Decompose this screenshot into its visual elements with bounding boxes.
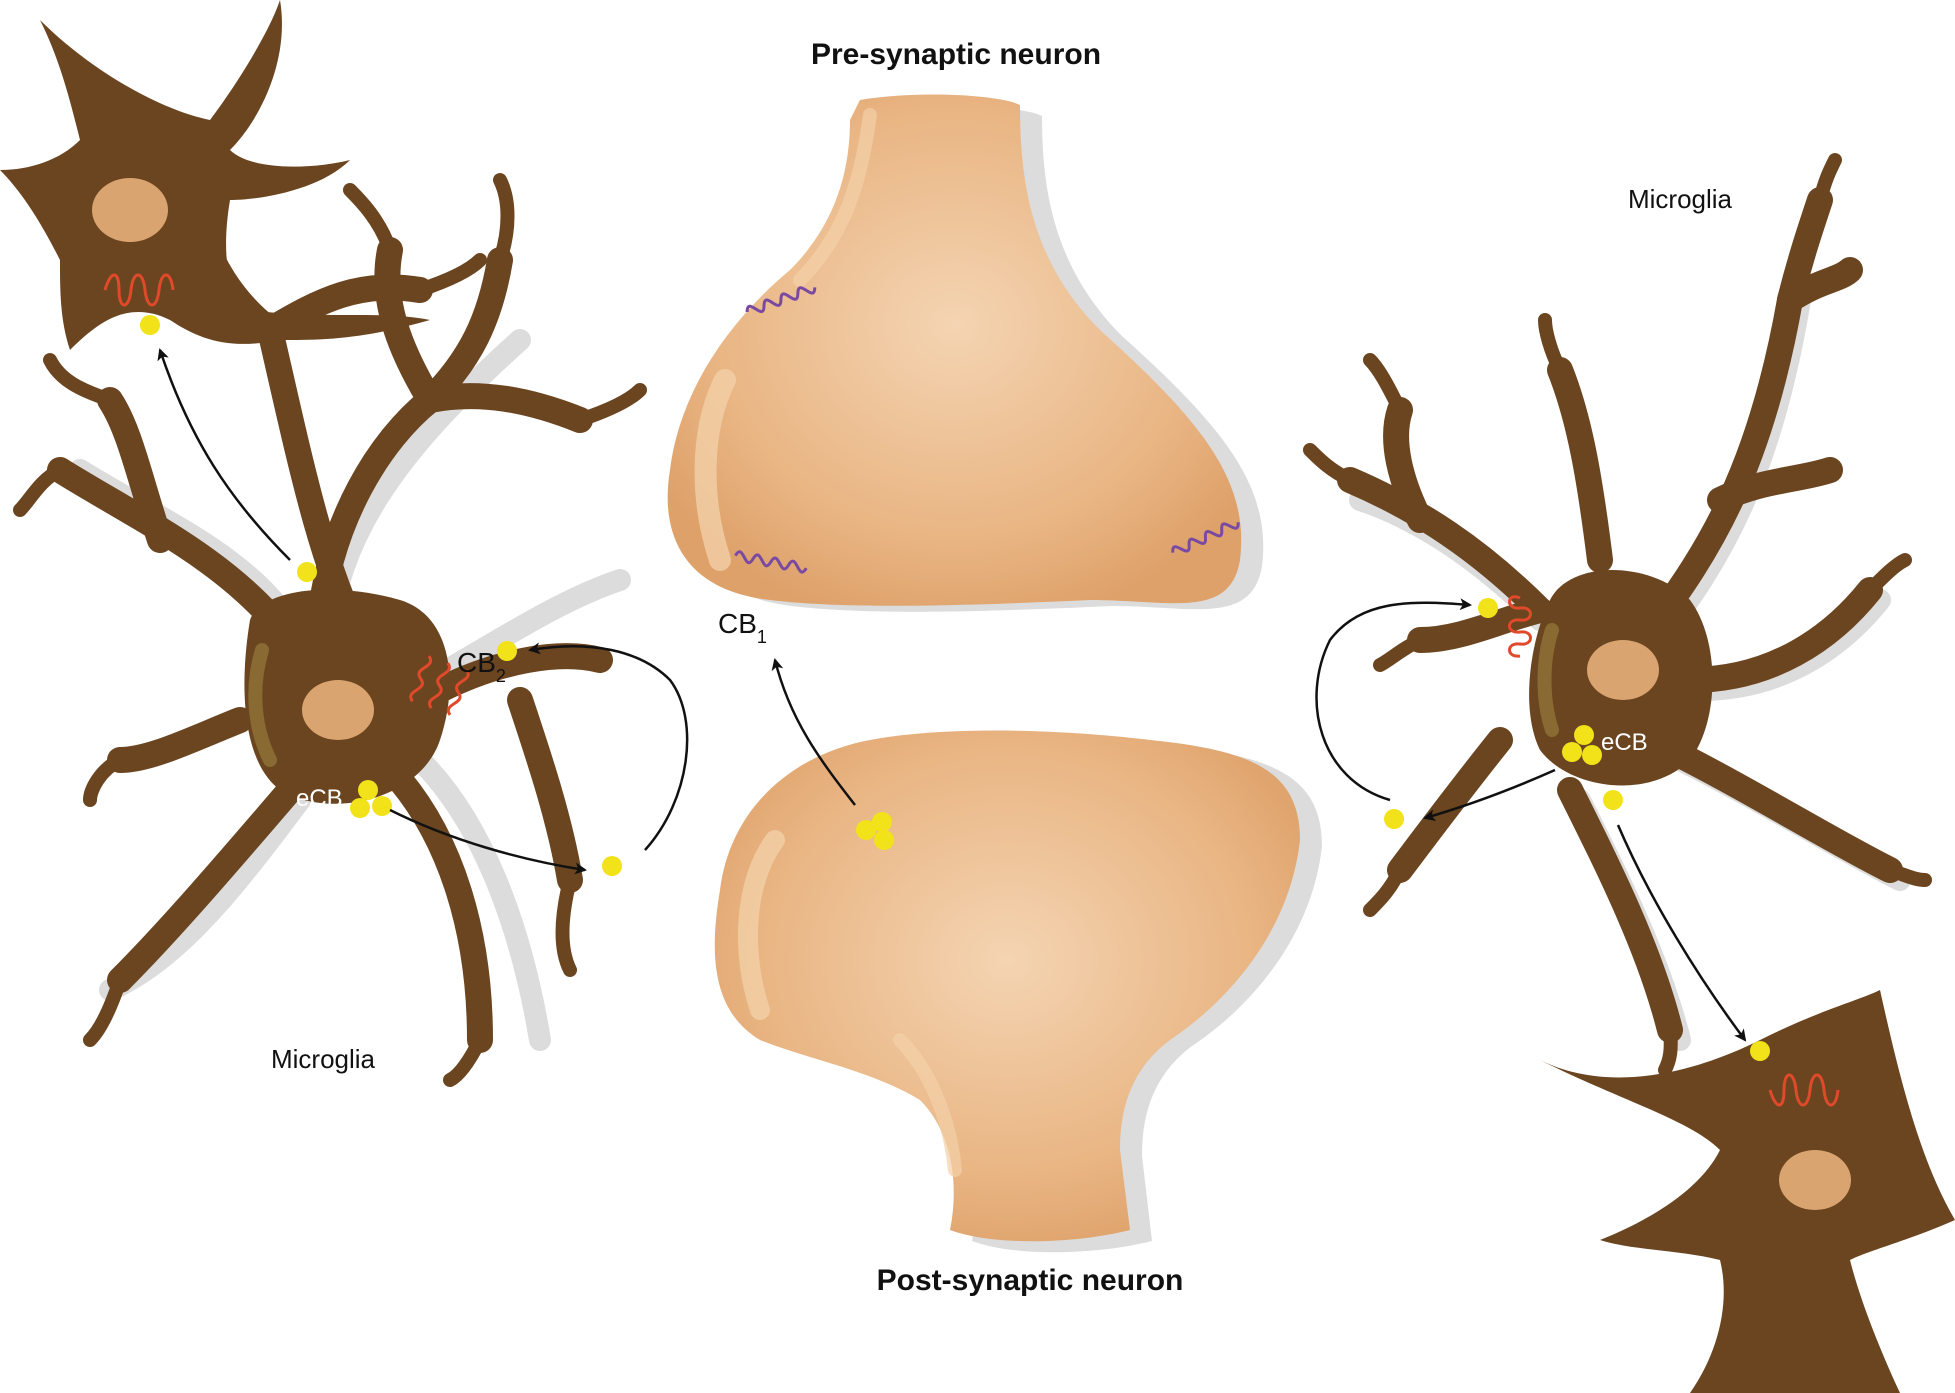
ecb-label-right: eCB: [1601, 729, 1648, 756]
microglia-right: [1303, 153, 1932, 1077]
cb2-receptor-right: [1508, 595, 1532, 658]
microglia-label-left: Microglia: [271, 1044, 376, 1074]
cb2-receptor-top-left: [103, 273, 175, 307]
ecb-molecule: [1478, 598, 1498, 618]
cb2-label: CB2: [457, 647, 506, 686]
cb1-label: CB1: [718, 608, 767, 647]
pre-synaptic-neuron: [667, 94, 1264, 612]
arrow-left-up: [157, 348, 291, 561]
ecb-molecule: [1384, 809, 1404, 829]
cb2-receptor-left: [409, 655, 470, 716]
arrows: [157, 348, 1747, 1042]
arrow-right-loop: [1315, 598, 1472, 802]
nucleus-bottom-right: [1779, 1150, 1851, 1210]
arrow-right-down: [1616, 824, 1747, 1042]
ecb-molecule: [1603, 790, 1623, 810]
cb1-receptor: [745, 286, 817, 314]
ecb-molecule: [297, 562, 317, 582]
cb2-receptor-bottom-right: [1768, 1073, 1840, 1107]
pre-synaptic-label: Pre-synaptic neuron: [811, 38, 1101, 71]
arrow-right-ecb-out: [1423, 768, 1556, 821]
ecb-label-left: eCB: [296, 785, 343, 812]
nucleus-right: [1587, 640, 1659, 700]
arrow-left-ecb-out: [389, 808, 587, 875]
ecb-cluster-left: [350, 780, 392, 818]
microglia-label-right: Microglia: [1628, 184, 1733, 214]
ecb-molecule: [1750, 1041, 1770, 1061]
neuron-top-left: [0, 0, 430, 350]
ecb-molecule: [602, 856, 622, 876]
arrow-to-cb1: [771, 658, 856, 806]
ecb-cluster-post: [856, 812, 894, 850]
post-synaptic-neuron: [714, 730, 1322, 1253]
nucleus-top-left: [92, 178, 168, 242]
cb1-receptor: [1171, 522, 1240, 553]
ecb-molecule: [497, 641, 517, 661]
ecb-molecule: [140, 315, 160, 335]
neuron-bottom-right: [1540, 990, 1955, 1393]
nucleus-left: [302, 680, 374, 740]
arrow-left-loop: [528, 642, 689, 851]
cb1-receptor: [734, 550, 808, 574]
post-synaptic-label: Post-synaptic neuron: [877, 1264, 1184, 1297]
ecb-cluster-right: [1562, 725, 1602, 765]
